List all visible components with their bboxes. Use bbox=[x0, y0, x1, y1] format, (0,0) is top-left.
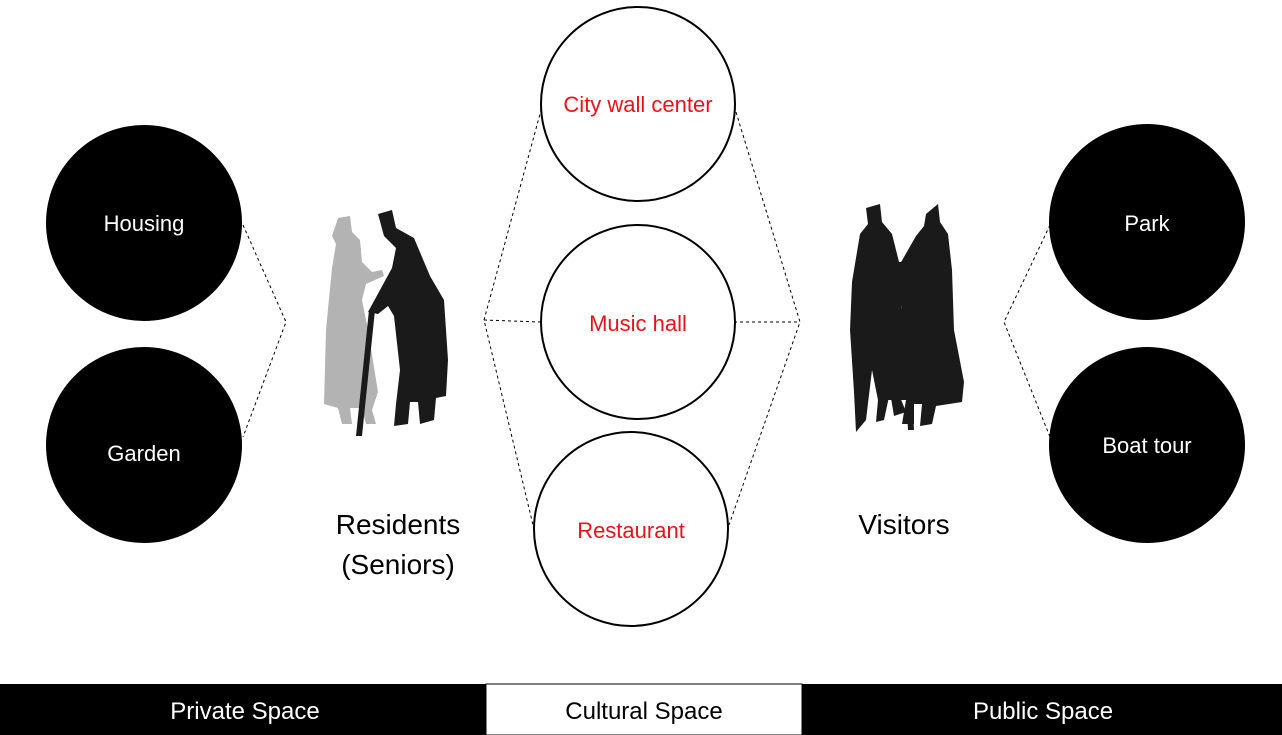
connector-private bbox=[242, 224, 287, 438]
connector-visitors bbox=[728, 111, 801, 526]
public-node-boat-tour: Boat tour bbox=[1049, 347, 1245, 543]
connector-residents bbox=[483, 102, 544, 526]
connector-public bbox=[1003, 224, 1051, 438]
private-node-housing: Housing bbox=[46, 125, 242, 321]
cultural-node-city-wall: City wall center bbox=[540, 6, 736, 202]
city-wall-label: City wall center bbox=[563, 92, 712, 117]
connector-lines bbox=[242, 102, 1051, 526]
band-public bbox=[802, 684, 1282, 735]
band-cultural-label: Cultural Space bbox=[565, 698, 722, 725]
seniors-silhouette-icon bbox=[324, 210, 448, 436]
band-private bbox=[0, 684, 486, 735]
public-node-park: Park bbox=[1049, 124, 1245, 320]
connector-residents-music bbox=[483, 319, 541, 323]
restaurant-label: Restaurant bbox=[577, 518, 685, 543]
boat-tour-label: Boat tour bbox=[1102, 433, 1191, 458]
music-hall-label: Music hall bbox=[589, 311, 687, 336]
park-label: Park bbox=[1124, 211, 1170, 236]
band-public-label: Public Space bbox=[973, 698, 1113, 725]
garden-label: Garden bbox=[107, 441, 180, 466]
visitors-silhouette-icon bbox=[850, 204, 964, 432]
housing-label: Housing bbox=[104, 211, 185, 236]
cultural-node-music-hall: Music hall bbox=[540, 224, 736, 420]
private-node-garden: Garden bbox=[46, 347, 242, 543]
cultural-node-restaurant: Restaurant bbox=[533, 431, 729, 627]
visitors-label: Visitors bbox=[858, 509, 949, 540]
band-private-label: Private Space bbox=[170, 698, 319, 725]
space-bands: Private Space Cultural Space Public Spac… bbox=[0, 683, 1282, 735]
residents-label: Residents bbox=[336, 509, 461, 540]
band-cultural bbox=[485, 683, 803, 735]
residents-sublabel: (Seniors) bbox=[341, 549, 455, 580]
